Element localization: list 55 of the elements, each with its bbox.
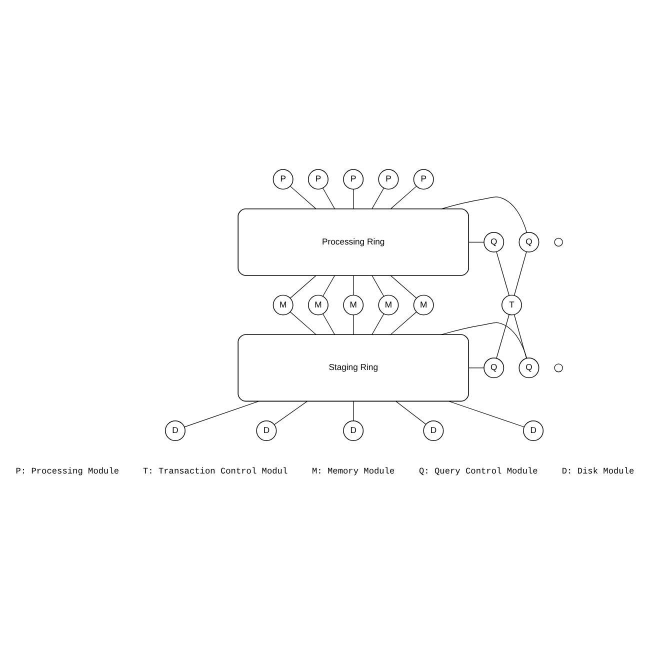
legend-label: T: Transaction Control Modul	[142, 466, 288, 477]
connector	[440, 196, 528, 233]
connector	[372, 314, 384, 335]
connector	[514, 314, 527, 359]
node-circle: D	[256, 420, 277, 441]
node-circle: M	[378, 294, 399, 316]
legend-label: Q: Query Control Module	[419, 466, 538, 477]
connector	[353, 401, 354, 422]
connector	[496, 252, 510, 296]
connector	[353, 275, 354, 296]
connector	[390, 312, 417, 335]
node-circle: M	[343, 294, 364, 316]
node-circle: P	[413, 169, 434, 190]
node-circle: P	[272, 169, 294, 190]
connector	[390, 275, 417, 298]
node-circle: M	[272, 294, 294, 316]
connector	[290, 312, 316, 335]
connector	[448, 400, 524, 428]
node-circle: Q	[484, 232, 504, 252]
node-circle: M	[413, 294, 434, 316]
connector	[496, 314, 510, 359]
connector	[353, 189, 354, 210]
connector	[322, 314, 336, 335]
node-box: Processing Ring	[238, 208, 469, 276]
legend-label: P: Processing Module	[16, 466, 120, 477]
connector	[372, 188, 384, 210]
node-circle: D	[343, 420, 364, 441]
node-circle: D	[523, 420, 544, 441]
connector	[440, 322, 528, 358]
node-circle: Q	[518, 232, 540, 252]
node-circle: Q	[484, 358, 504, 378]
node-circle: P	[378, 169, 399, 190]
connector	[322, 275, 335, 297]
node-circle: D	[165, 420, 186, 441]
node-circle	[554, 364, 563, 372]
node-circle: D	[423, 420, 444, 441]
node-circle	[554, 238, 563, 246]
connector	[290, 186, 316, 210]
connector	[184, 400, 260, 428]
legend-label: D: Disk Module	[562, 466, 634, 477]
connector	[353, 314, 354, 335]
node-box: Staging Ring	[238, 334, 469, 402]
node-circle: T	[502, 294, 522, 316]
connector	[514, 252, 527, 296]
connector	[290, 275, 316, 298]
node-circle: M	[308, 294, 328, 316]
node-circle: P	[343, 169, 364, 190]
connector	[274, 401, 308, 425]
node-circle: Q	[518, 358, 540, 378]
legend-label: M: Memory Module	[312, 466, 395, 477]
connector	[390, 186, 417, 210]
connector	[372, 275, 384, 297]
node-circle: P	[308, 169, 328, 190]
connector	[396, 401, 426, 425]
connector	[322, 188, 336, 210]
